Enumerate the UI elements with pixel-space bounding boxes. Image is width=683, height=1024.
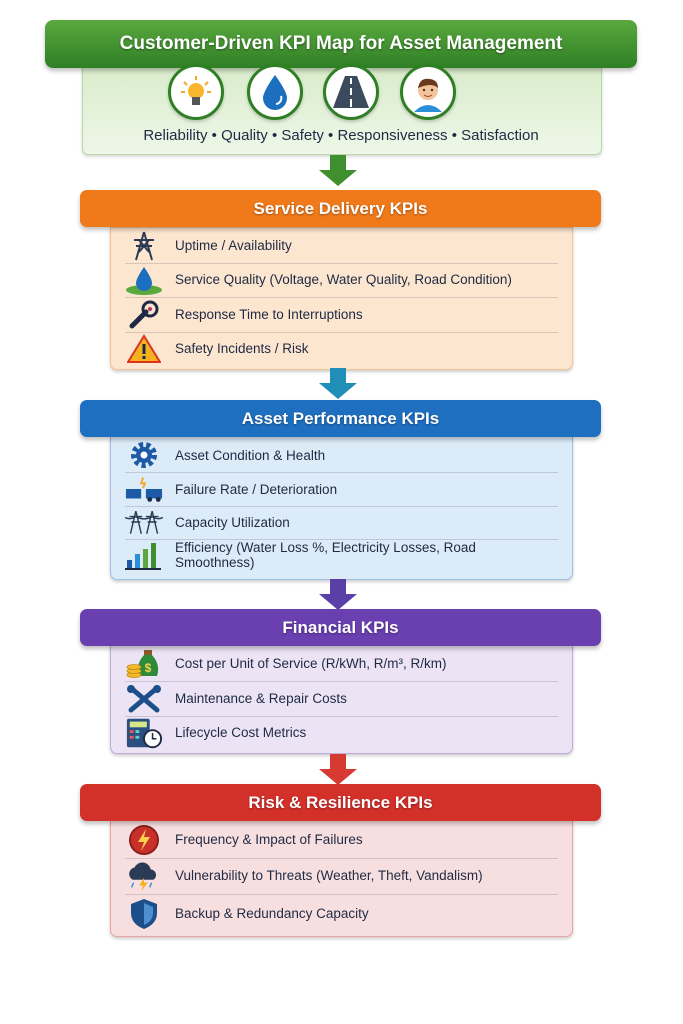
kpi-item: Efficiency (Water Loss %, Electricity Lo…	[125, 538, 558, 572]
kpi-item: Safety Incidents / Risk	[125, 331, 558, 366]
customer-face-icon	[400, 64, 456, 120]
kpi-item: Maintenance & Repair Costs	[125, 681, 558, 717]
kpi-label: Vulnerability to Threats (Weather, Theft…	[175, 868, 483, 883]
broken-pipe-icon	[125, 474, 163, 504]
kpi-item: Backup & Redundancy Capacity	[125, 895, 558, 932]
bar-chart-icon	[125, 540, 163, 570]
lightbulb-icon	[168, 64, 224, 120]
kpi-label: Asset Condition & Health	[175, 447, 326, 463]
asset-performance-header: Asset Performance KPIs	[80, 400, 601, 437]
power-pylon-icon	[125, 231, 163, 261]
lightning-badge-icon	[125, 824, 163, 855]
kpi-item: Failure Rate / Deterioration	[125, 472, 558, 507]
road-icon	[323, 64, 379, 120]
kpi-item: Asset Condition & Health	[125, 438, 558, 473]
kpi-label: Backup & Redundancy Capacity	[175, 906, 369, 921]
financial-header: Financial KPIs	[80, 609, 601, 646]
kpi-label: Efficiency (Water Loss %, Electricity Lo…	[175, 540, 476, 570]
kpi-item: Lifecycle Cost Metrics	[125, 715, 558, 750]
kpi-item: Service Quality (Voltage, Water Quality,…	[125, 262, 558, 298]
kpi-item: Response Time to Interruptions	[125, 297, 558, 333]
calculator-clock-icon	[125, 718, 163, 748]
warning-icon	[125, 333, 163, 364]
kpi-label: Maintenance & Repair Costs	[175, 691, 347, 706]
kpi-label: Frequency & Impact of Failures	[175, 832, 363, 847]
risk-resilience-header: Risk & Resilience KPIs	[80, 784, 601, 821]
kpi-item: Uptime / Availability	[125, 228, 558, 264]
kpi-label: Uptime / Availability	[175, 238, 292, 253]
kpi-label: Response Time to Interruptions	[175, 307, 363, 322]
kpi-label: Cost per Unit of Service (R/kWh, R/m³, R…	[175, 656, 447, 671]
wrench-icon	[125, 300, 163, 330]
storm-cloud-icon	[125, 861, 163, 891]
kpi-label: Service Quality (Voltage, Water Quality,…	[175, 272, 512, 287]
customer-values: Reliability • Quality • Safety • Respons…	[143, 127, 539, 144]
water-drop-on-ground-icon	[125, 265, 163, 295]
financial-panel: $ Cost per Unit of Service (R/kWh, R/m³, …	[110, 645, 573, 754]
kpi-item: Capacity Utilization	[125, 505, 558, 540]
kpi-item: Frequency & Impact of Failures	[125, 821, 558, 859]
money-bag-icon: $	[125, 649, 163, 679]
svg-text:$: $	[145, 661, 152, 675]
kpi-item: Vulnerability to Threats (Weather, Theft…	[125, 857, 558, 895]
kpi-item: $ Cost per Unit of Service (R/kWh, R/m³, …	[125, 646, 558, 682]
kpi-label: Capacity Utilization	[175, 514, 290, 530]
diagram-title: Customer-Driven KPI Map for Asset Manage…	[45, 20, 637, 68]
service-delivery-header: Service Delivery KPIs	[80, 190, 601, 227]
wrench-screwdriver-icon	[125, 684, 163, 714]
shield-icon	[125, 898, 163, 929]
kpi-label: Safety Incidents / Risk	[175, 341, 309, 356]
water-drop-icon	[247, 64, 303, 120]
kpi-label: Lifecycle Cost Metrics	[175, 725, 307, 740]
kpi-label: Failure Rate / Deterioration	[175, 481, 338, 497]
gear-icon	[125, 440, 163, 470]
transmission-towers-icon	[125, 507, 163, 537]
